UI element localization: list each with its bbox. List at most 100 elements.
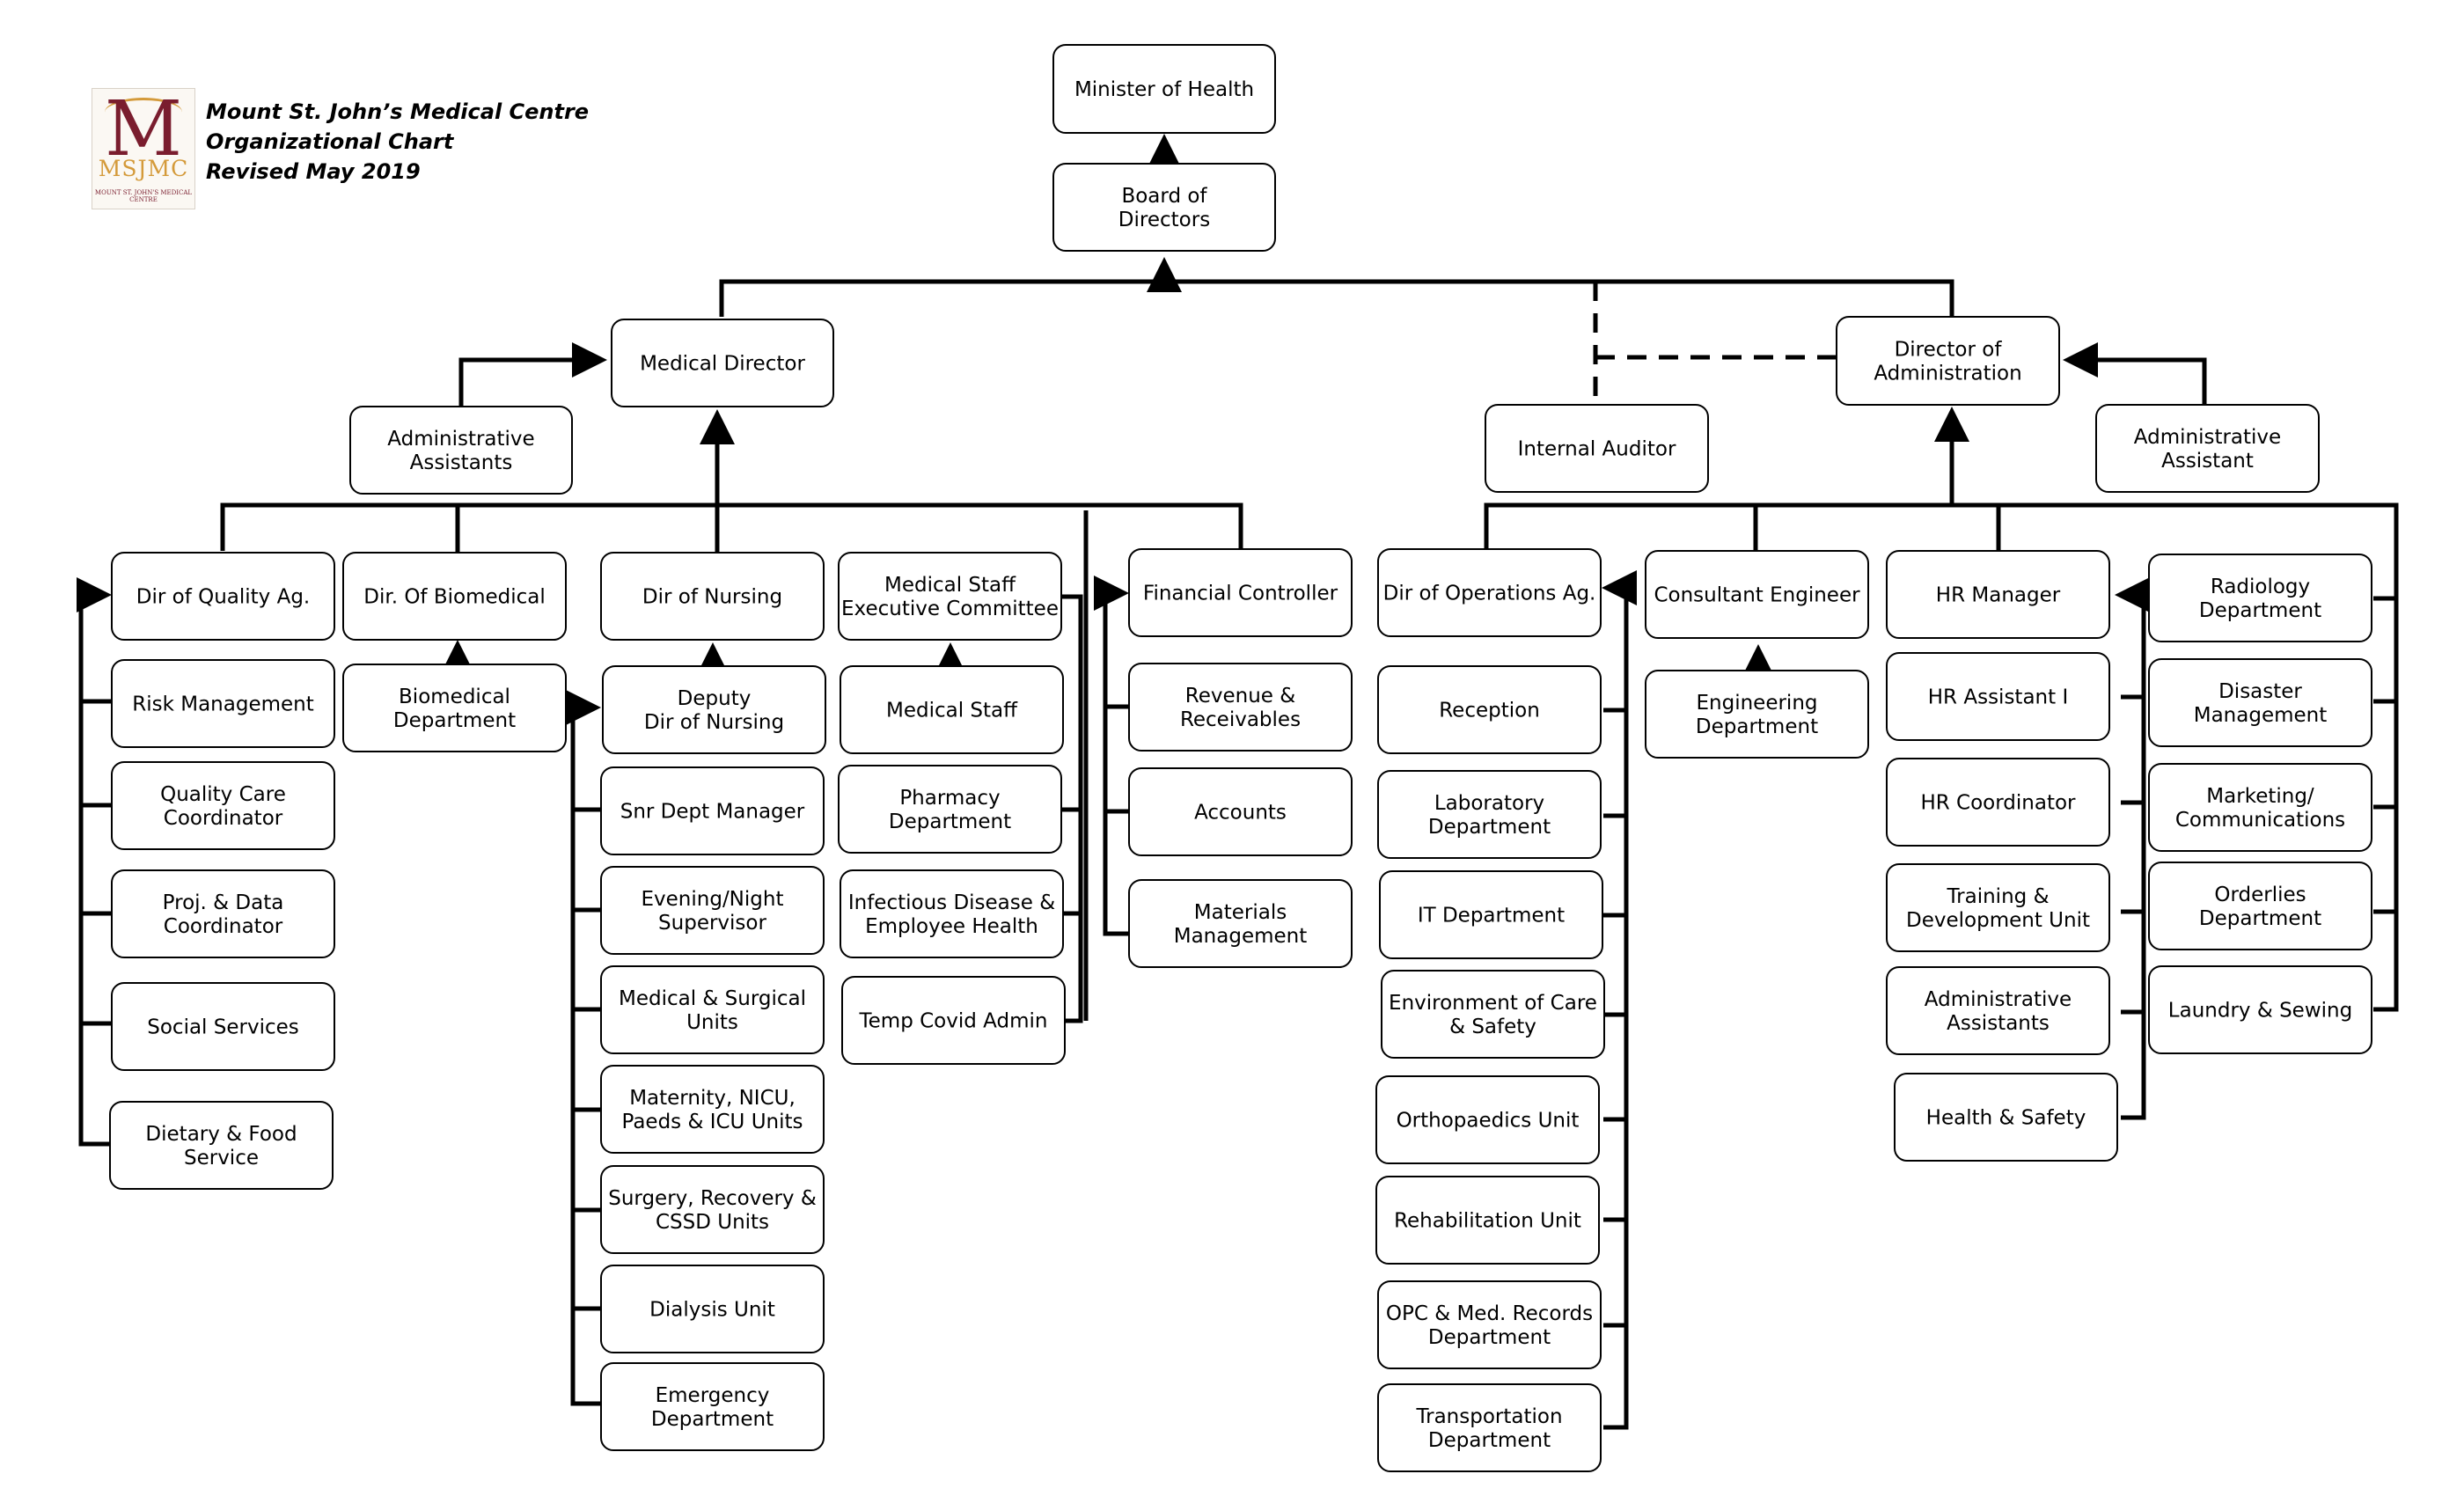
box-label: Financial Controller — [1143, 583, 1338, 605]
box-frame — [600, 766, 825, 855]
box-label: Infectious Disease & — [848, 891, 1055, 914]
box-label: Assistants — [410, 451, 513, 474]
box-label: Management — [1174, 925, 1308, 948]
box-label: Dir. Of Biomedical — [363, 586, 546, 609]
chart-title-block: Mount St. John’s Medical Centre Organiza… — [206, 97, 589, 187]
box-frame — [1886, 758, 2110, 847]
box-label: Proj. & Data — [163, 891, 284, 914]
org-box-surgery-recovery: Surgery, Recovery &CSSD Units — [600, 1165, 825, 1254]
org-box-hr-asst: HR Assistant I — [1886, 652, 2110, 741]
box-label: Biomedical — [399, 686, 510, 708]
box-frame — [1886, 550, 2110, 639]
org-box-temp-covid: Temp Covid Admin — [841, 976, 1066, 1065]
box-label: IT Department — [1418, 905, 1565, 928]
box-frame — [841, 976, 1066, 1065]
box-frame — [838, 552, 1062, 641]
box-label: Management — [2194, 704, 2328, 727]
org-box-med-director: Medical Director — [611, 319, 834, 407]
nursing-spine — [566, 690, 601, 1406]
box-label: Medical & Surgical — [619, 987, 806, 1010]
box-label: Laboratory — [1434, 792, 1544, 815]
box-label: Department — [651, 1408, 774, 1431]
admin-branch-line — [1484, 502, 2399, 1012]
box-label: Administration — [1874, 363, 2021, 385]
box-frame — [1886, 966, 2110, 1055]
box-frame — [342, 552, 567, 641]
box-frame — [1128, 767, 1353, 856]
box-label: Minister of Health — [1074, 78, 1254, 101]
box-label: Risk Management — [132, 693, 314, 716]
box-frame — [600, 866, 825, 955]
box-label: Social Services — [147, 1016, 299, 1039]
box-frame — [1379, 870, 1603, 959]
box-frame — [1052, 44, 1276, 134]
org-box-it-dept: IT Department — [1379, 870, 1603, 959]
box-label: Reception — [1439, 700, 1540, 722]
org-box-marketing: Marketing/Communications — [2148, 763, 2372, 852]
chart-subtitle: Organizational Chart — [206, 129, 454, 154]
box-label: Communications — [2175, 809, 2345, 832]
box-frame — [111, 982, 335, 1071]
box-label: Service — [184, 1147, 259, 1170]
box-label: Marketing/ — [2206, 785, 2314, 808]
box-frame — [1894, 1073, 2118, 1162]
org-box-internal-auditor: Internal Auditor — [1485, 404, 1709, 493]
logo-subtitle: MOUNT ST. JOHN'S MEDICAL CENTRE — [94, 189, 193, 203]
org-box-health-safety: Health & Safety — [1894, 1073, 2118, 1162]
box-label: Disaster — [2218, 680, 2302, 703]
box-label: Directors — [1118, 209, 1210, 231]
box-frame — [840, 869, 1064, 958]
box-label: Training & — [1947, 885, 2050, 908]
box-label: Administrative — [387, 428, 534, 451]
org-box-dialysis: Dialysis Unit — [600, 1265, 825, 1353]
box-label: Rehabilitation Unit — [1394, 1210, 1581, 1233]
box-frame — [1377, 1280, 1602, 1369]
box-label: Laundry & Sewing — [2168, 1000, 2352, 1023]
box-frame — [1375, 1176, 1600, 1265]
box-label: Department — [2199, 599, 2321, 622]
finance-spine — [1094, 576, 1129, 936]
box-label: Department — [1428, 1326, 1551, 1349]
org-box-dir-quality: Dir of Quality Ag. — [111, 552, 335, 641]
org-box-accounts: Accounts — [1128, 767, 1353, 856]
box-label: Units — [686, 1011, 738, 1034]
box-frame — [2148, 658, 2372, 747]
box-label: HR Manager — [1936, 584, 2061, 607]
box-label: Supervisor — [658, 912, 766, 935]
box-label: Executive Committee — [841, 598, 1059, 620]
box-label: Dir of Operations Ag. — [1383, 583, 1596, 605]
box-label: Administrative — [2134, 426, 2281, 449]
box-frame — [1128, 663, 1353, 752]
box-label: Revenue & — [1185, 685, 1295, 708]
organization-name: Mount St. John’s Medical Centre — [206, 99, 590, 124]
box-frame — [600, 1265, 825, 1353]
org-box-risk-mgmt: Risk Management — [111, 659, 335, 748]
logo-initial: M — [104, 85, 183, 173]
box-label: Dir of Quality Ag. — [136, 586, 311, 609]
org-box-fin-controller: Financial Controller — [1128, 548, 1353, 637]
box-frame — [1377, 1383, 1602, 1472]
box-label: Quality Care — [160, 783, 286, 806]
box-frame — [1052, 163, 1276, 252]
box-frame — [840, 665, 1064, 754]
box-label: Receivables — [1180, 708, 1301, 731]
box-label: & Safety — [1449, 1016, 1536, 1038]
box-frame — [1381, 970, 1605, 1059]
revision-date: Revised May 2019 — [206, 159, 421, 184]
logo-arc-shape — [105, 98, 182, 127]
box-label: Dir of Nursing — [642, 586, 782, 609]
